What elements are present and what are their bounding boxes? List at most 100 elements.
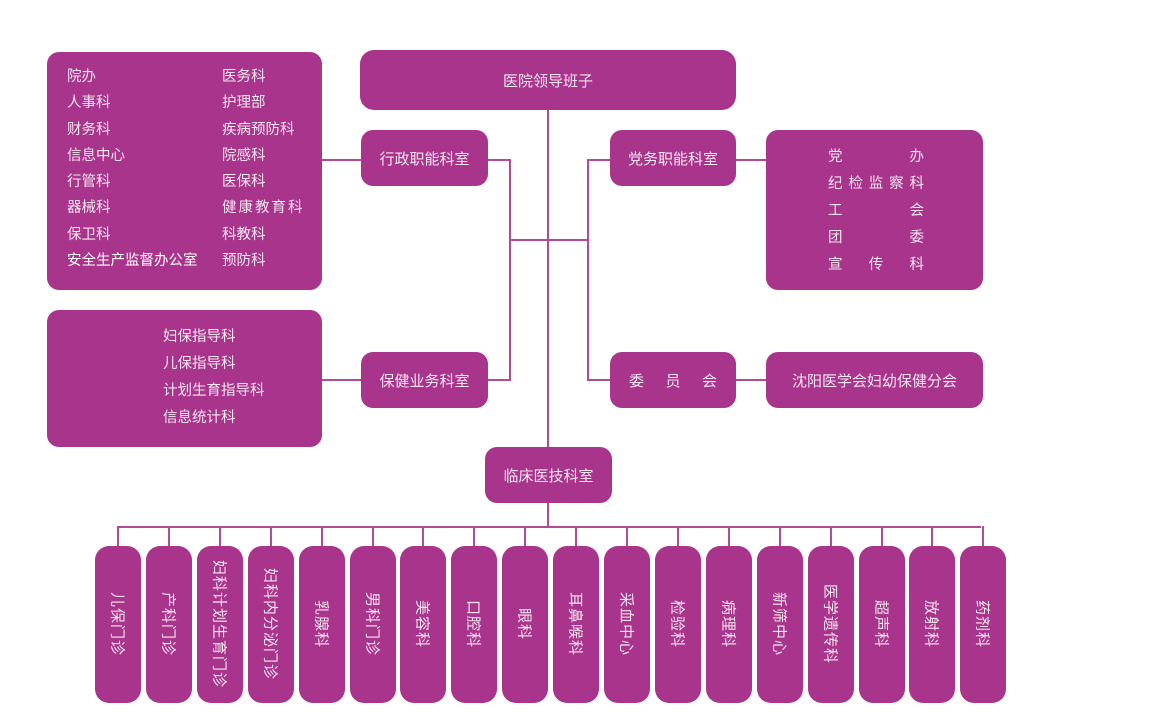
admin-item: 护理部 — [222, 95, 266, 112]
party-dept-label: 党务职能科室 — [627, 149, 718, 168]
clinical-department-label: 美容科 — [413, 600, 432, 649]
admin-item: 预防科 — [222, 253, 266, 270]
clinical-department-box: 男科门诊 — [350, 546, 396, 703]
connector-health-list — [322, 379, 361, 381]
clinical-department-box: 妇科内分泌门诊 — [248, 546, 294, 703]
admin-item: 院感科 — [222, 147, 266, 164]
admin-item: 信息中心 — [67, 147, 125, 164]
clinical-department-box: 超声科 — [859, 546, 905, 703]
clinical-department-box: 新筛中心 — [757, 546, 803, 703]
clinical-department-box: 药剂科 — [960, 546, 1006, 703]
clinical-department-label: 妇科计划生育门诊 — [210, 560, 229, 689]
connector-clinical-drop — [779, 526, 781, 546]
admin-item: 疾病预防科 — [222, 121, 295, 138]
clinical-department-box: 口腔科 — [451, 546, 497, 703]
committee-label: 委员会 — [629, 371, 717, 390]
admin-item: 科教科 — [222, 226, 266, 243]
clinical-department-label: 放射科 — [922, 600, 941, 649]
admin-item: 人事科 — [67, 95, 111, 112]
admin-item: 行管科 — [67, 174, 111, 191]
connector-party — [587, 159, 610, 161]
party-dept-list-box: 党办 纪检监察科 工会 团委 宣传科 — [766, 130, 983, 290]
clinical-department-box: 病理科 — [706, 546, 752, 703]
connector-clinical-drop — [931, 526, 933, 546]
admin-item: 财务科 — [67, 121, 111, 138]
clinical-department-label: 妇科内分泌门诊 — [261, 568, 280, 681]
clinical-department-label: 检验科 — [668, 600, 687, 649]
clinical-department-box: 采血中心 — [604, 546, 650, 703]
clinical-department-label: 医学遗传科 — [821, 584, 840, 665]
clinical-department-label: 眼科 — [515, 608, 534, 641]
committee-item: 沈阳医学会妇幼保健分会 — [791, 371, 957, 390]
clinical-department-label: 口腔科 — [464, 600, 483, 649]
clinical-department-label: 药剂科 — [973, 600, 992, 649]
connector-clinical-drop — [626, 526, 628, 546]
connector-clinical-drop — [219, 526, 221, 546]
party-dept-box: 党务职能科室 — [610, 130, 736, 186]
leadership-label: 医院领导班子 — [502, 71, 593, 90]
leadership-box: 医院领导班子 — [360, 50, 736, 110]
party-item: 工会 — [828, 203, 924, 219]
party-item: 宣传科 — [828, 257, 924, 273]
clinical-department-label: 采血中心 — [617, 592, 636, 657]
connector-clinical-drop — [677, 526, 679, 546]
clinical-department-box: 检验科 — [655, 546, 701, 703]
admin-item: 医保科 — [222, 174, 266, 191]
connector-committee — [587, 379, 610, 381]
health-item: 妇保指导科 — [163, 329, 236, 345]
connector-clinical-drop — [575, 526, 577, 546]
connector-party-list — [736, 159, 766, 161]
clinical-department-box: 乳腺科 — [299, 546, 345, 703]
connector-clinical-drop — [270, 526, 272, 546]
health-item: 儿保指导科 — [163, 356, 236, 372]
admin-item: 器械科 — [67, 200, 111, 217]
connector-right-vertical — [587, 159, 589, 381]
connector-clinical-drop — [372, 526, 374, 546]
admin-item: 保卫科 — [67, 226, 111, 243]
clinical-department-box: 儿保门诊 — [95, 546, 141, 703]
clinical-box: 临床医技科室 — [485, 447, 612, 503]
clinical-department-label: 产科门诊 — [159, 592, 178, 657]
party-item: 团委 — [828, 230, 924, 246]
health-dept-label: 保健业务科室 — [379, 371, 470, 390]
connector-middle-horizontal — [509, 239, 589, 241]
connector-clinical-drop — [168, 526, 170, 546]
connector-clinical-drop — [117, 526, 119, 546]
connector-health — [488, 379, 511, 381]
party-item: 纪检监察科 — [828, 176, 924, 192]
clinical-department-box: 妇科计划生育门诊 — [197, 546, 243, 703]
admin-dept-list-box: 院办 人事科 财务科 信息中心 行管科 器械科 保卫科 安全生产监督办公室 医务… — [47, 52, 322, 290]
connector-clinical-drop — [881, 526, 883, 546]
admin-item: 院办 — [67, 69, 96, 85]
clinical-department-label: 超声科 — [872, 600, 891, 649]
clinical-department-label: 病理科 — [719, 600, 738, 649]
connector-clinical-down — [547, 503, 549, 528]
health-dept-box: 保健业务科室 — [361, 352, 488, 408]
admin-item: 健康教育科 — [222, 200, 305, 217]
clinical-department-box: 放射科 — [909, 546, 955, 703]
party-item: 党办 — [828, 149, 924, 165]
connector-clinical-drop — [321, 526, 323, 546]
connector-clinical-drop — [473, 526, 475, 546]
clinical-department-label: 男科门诊 — [363, 592, 382, 657]
admin-dept-label: 行政职能科室 — [379, 149, 470, 168]
clinical-department-label: 新筛中心 — [770, 592, 789, 657]
clinical-department-box: 眼科 — [502, 546, 548, 703]
connector-clinical-drop — [982, 526, 984, 546]
clinical-department-box: 产科门诊 — [146, 546, 192, 703]
connector-left-vertical — [509, 159, 511, 381]
connector-clinical-drop — [422, 526, 424, 546]
connector-admin — [488, 159, 511, 161]
committee-list-box: 沈阳医学会妇幼保健分会 — [766, 352, 983, 408]
connector-admin-list — [322, 159, 361, 161]
committee-box: 委员会 — [610, 352, 736, 408]
connector-committee-list — [736, 379, 766, 381]
connector-main-vertical — [547, 110, 549, 447]
admin-item: 医务科 — [222, 69, 266, 85]
connector-clinical-drop — [728, 526, 730, 546]
admin-dept-box: 行政职能科室 — [361, 130, 488, 186]
health-item: 信息统计科 — [163, 410, 236, 426]
clinical-department-box: 医学遗传科 — [808, 546, 854, 703]
health-item: 计划生育指导科 — [163, 383, 265, 399]
connector-clinical-horizontal — [117, 526, 981, 528]
